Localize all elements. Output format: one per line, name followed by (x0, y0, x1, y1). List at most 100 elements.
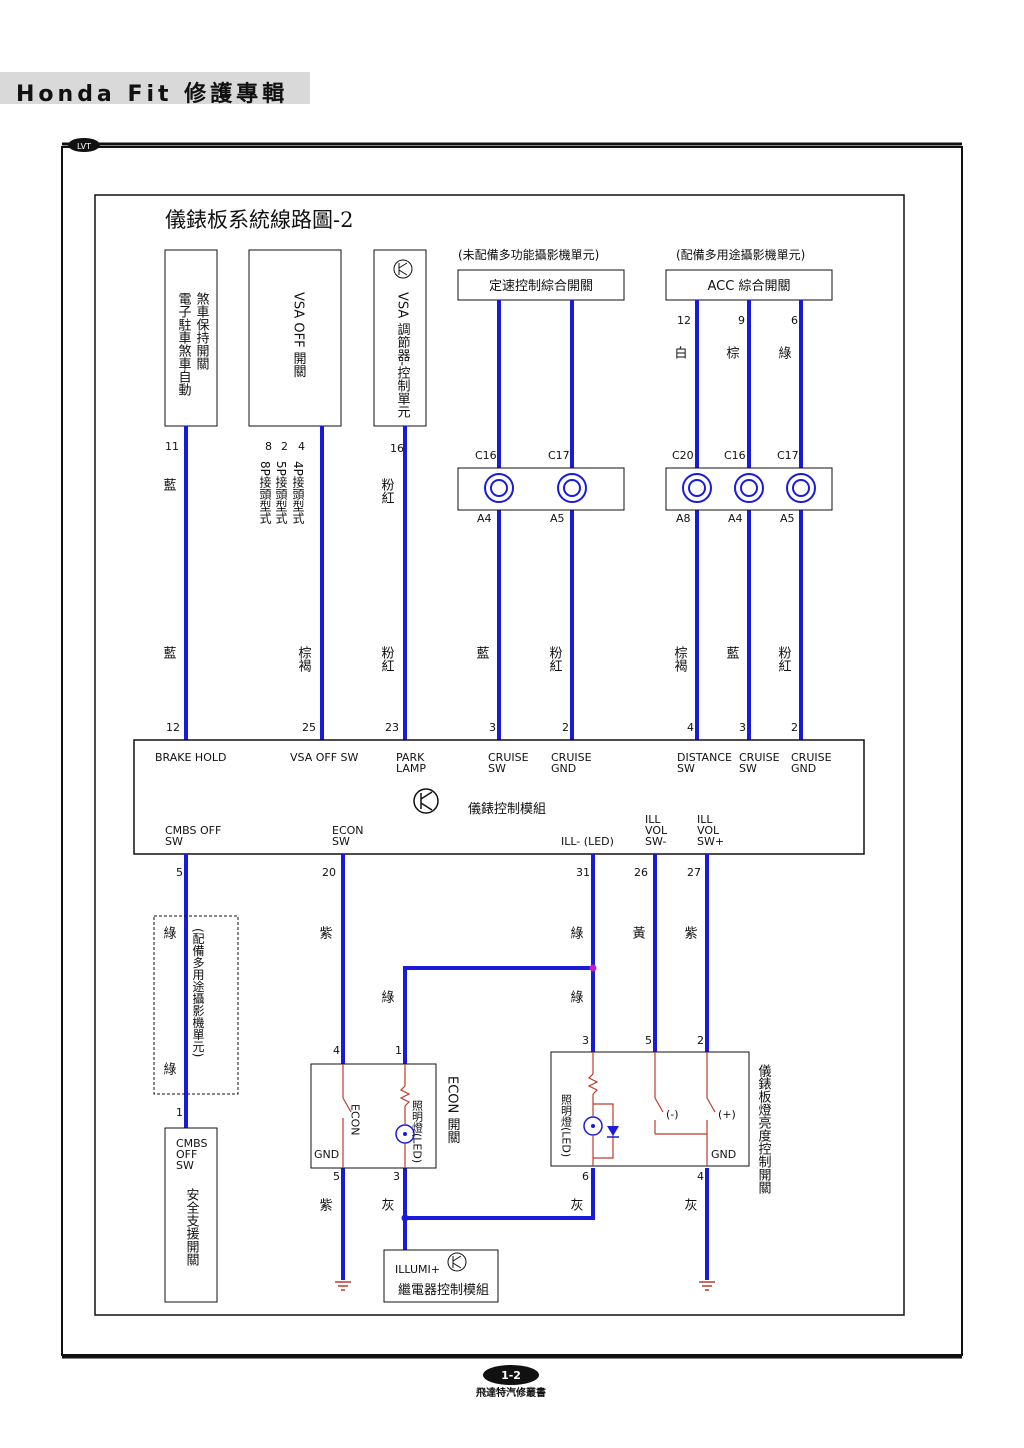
page-number: 1-2 (501, 1369, 521, 1382)
svg-text:4: 4 (298, 440, 305, 453)
dimmer-internal-circuit (587, 1052, 716, 1166)
svg-text:8: 8 (265, 440, 272, 453)
svg-text:藍: 藍 (161, 478, 177, 491)
meter-transistor-icon (413, 788, 439, 814)
svg-text:SW: SW (739, 762, 757, 775)
svg-text:11: 11 (165, 440, 179, 453)
svg-text:3: 3 (582, 1034, 589, 1047)
svg-text:6: 6 (791, 314, 798, 327)
meter-control-module (133, 739, 865, 855)
svg-text:23: 23 (385, 721, 399, 734)
svg-text:C17: C17 (548, 449, 570, 462)
svg-text:SW: SW (165, 835, 183, 848)
svg-text:2: 2 (281, 440, 288, 453)
svg-text:紫: 紫 (317, 926, 333, 939)
svg-text:8P接頭型式: 8P接頭型式 (258, 461, 272, 524)
svg-text:SW-: SW- (645, 835, 666, 848)
svg-text:灰: 灰 (568, 1198, 584, 1211)
svg-text:粉紅: 粉紅 (776, 646, 792, 672)
svg-text:VOL: VOL (697, 824, 720, 837)
lvt-logo (68, 138, 100, 152)
cmbs-option-box (153, 915, 239, 1095)
svg-text:SW+: SW+ (697, 835, 724, 848)
svg-text:DISTANCE: DISTANCE (677, 751, 732, 764)
acc-note: (配備多用途攝影機單元) (676, 247, 805, 262)
svg-text:3: 3 (489, 721, 496, 734)
svg-text:白: 白 (672, 345, 687, 359)
econ-gnd-label: GND (314, 1148, 339, 1161)
meter-module-name: 儀錶控制模組 (468, 802, 546, 817)
cmbs-switch-pin-label: CMBS OFF SW (176, 1137, 208, 1172)
svg-text:電子駐車煞車自動: 電子駐車煞車自動 (176, 292, 192, 397)
svg-text:1: 1 (395, 1044, 402, 1057)
junction-dot-illumi (401, 1214, 409, 1222)
svg-text:CMBS: CMBS (176, 1137, 208, 1150)
svg-text:GND: GND (551, 762, 576, 775)
svg-text:綠: 綠 (161, 926, 177, 939)
svg-text:12: 12 (166, 721, 180, 734)
svg-text:4: 4 (333, 1044, 340, 1057)
svg-text:ILL: ILL (697, 813, 713, 826)
cruise-switch-box (457, 269, 625, 301)
svg-text:灰: 灰 (682, 1198, 698, 1211)
svg-text:黃: 黃 (630, 926, 646, 939)
svg-text:5P接頭型式: 5P接頭型式 (274, 461, 288, 524)
svg-text:LAMP: LAMP (396, 762, 426, 775)
dimmer-lamp-label: 照明燈(LED) (560, 1094, 573, 1157)
relay-illumi-label: ILLUMI+ (395, 1263, 440, 1276)
page-number-badge (483, 1365, 539, 1385)
svg-text:PARK: PARK (396, 751, 425, 764)
ground-icon-dimmer (699, 1281, 715, 1291)
wire-color-labels-bottom: 綠 綠 紫 綠 綠 綠 黃 紫 紫 灰 灰 灰 (161, 926, 698, 1211)
svg-text:綠: 綠 (568, 926, 584, 939)
meter-signal-labels: BRAKE HOLD VSA OFF SW PARK LAMP CRUISE S… (155, 751, 832, 848)
svg-text:OFF: OFF (176, 1148, 197, 1161)
publisher-name: 飛達特汽修叢書 (475, 1386, 546, 1399)
svg-text:C16: C16 (475, 449, 497, 462)
svg-text:4: 4 (697, 1170, 704, 1183)
svg-text:C16: C16 (724, 449, 746, 462)
svg-text:C20: C20 (672, 449, 694, 462)
svg-text:BRAKE HOLD: BRAKE HOLD (155, 751, 226, 764)
svg-text:SW: SW (176, 1159, 194, 1172)
wire-illumi-dimmer (405, 1168, 595, 1220)
svg-text:SW: SW (488, 762, 506, 775)
svg-text:粉紅: 粉紅 (379, 646, 395, 672)
lvt-logo-text: LVT (77, 142, 91, 151)
dimmer-switch-box (550, 1051, 750, 1167)
svg-text:5: 5 (645, 1034, 652, 1047)
wire-color-labels-top: 藍 粉紅 白 棕 綠 藍 棕褐 粉紅 藍 粉紅 棕褐 藍 粉紅 (161, 345, 792, 672)
econ-switch-label: ECON (349, 1104, 362, 1136)
diagram-frame (94, 194, 905, 1316)
svg-text:藍: 藍 (724, 646, 740, 659)
svg-text:A5: A5 (780, 512, 795, 525)
svg-text:2: 2 (562, 721, 569, 734)
svg-text:SW: SW (677, 762, 695, 775)
svg-text:GND: GND (791, 762, 816, 775)
svg-text:粉紅: 粉紅 (379, 478, 395, 504)
dimmer-plus-label: (+) (718, 1108, 736, 1121)
econ-internal-circuit (342, 1064, 411, 1168)
svg-text:16: 16 (390, 442, 404, 455)
dimmer-minus-label: (-) (666, 1108, 679, 1121)
dimmer-diode-icon (607, 1126, 619, 1136)
svg-text:VSA OFF SW: VSA OFF SW (290, 751, 359, 764)
ground-icon-econ (335, 1281, 351, 1291)
svg-text:4: 4 (687, 721, 694, 734)
svg-text:綠: 綠 (776, 346, 792, 359)
svg-text:棕褐: 棕褐 (672, 646, 688, 672)
svg-text:31: 31 (576, 866, 590, 879)
connector-terminals (484, 473, 816, 503)
svg-text:VOL: VOL (645, 824, 668, 837)
vsa-unit-box (373, 249, 427, 427)
diagram-title: 儀錶板系統線路圖-2 (165, 208, 353, 232)
dimmer-switch-name: 儀錶板燈亮度控制開關 (756, 1064, 772, 1194)
svg-text:9: 9 (738, 314, 745, 327)
svg-text:26: 26 (634, 866, 648, 879)
svg-text:ECON: ECON (332, 824, 364, 837)
header-bar (0, 72, 310, 104)
svg-text:ILL- (LED): ILL- (LED) (561, 835, 614, 848)
bottom-wires (184, 854, 709, 1280)
acc-switch-label: ACC 綜合開關 (708, 279, 791, 294)
cruise-switch-label: 定速控制綜合開關 (489, 279, 593, 294)
